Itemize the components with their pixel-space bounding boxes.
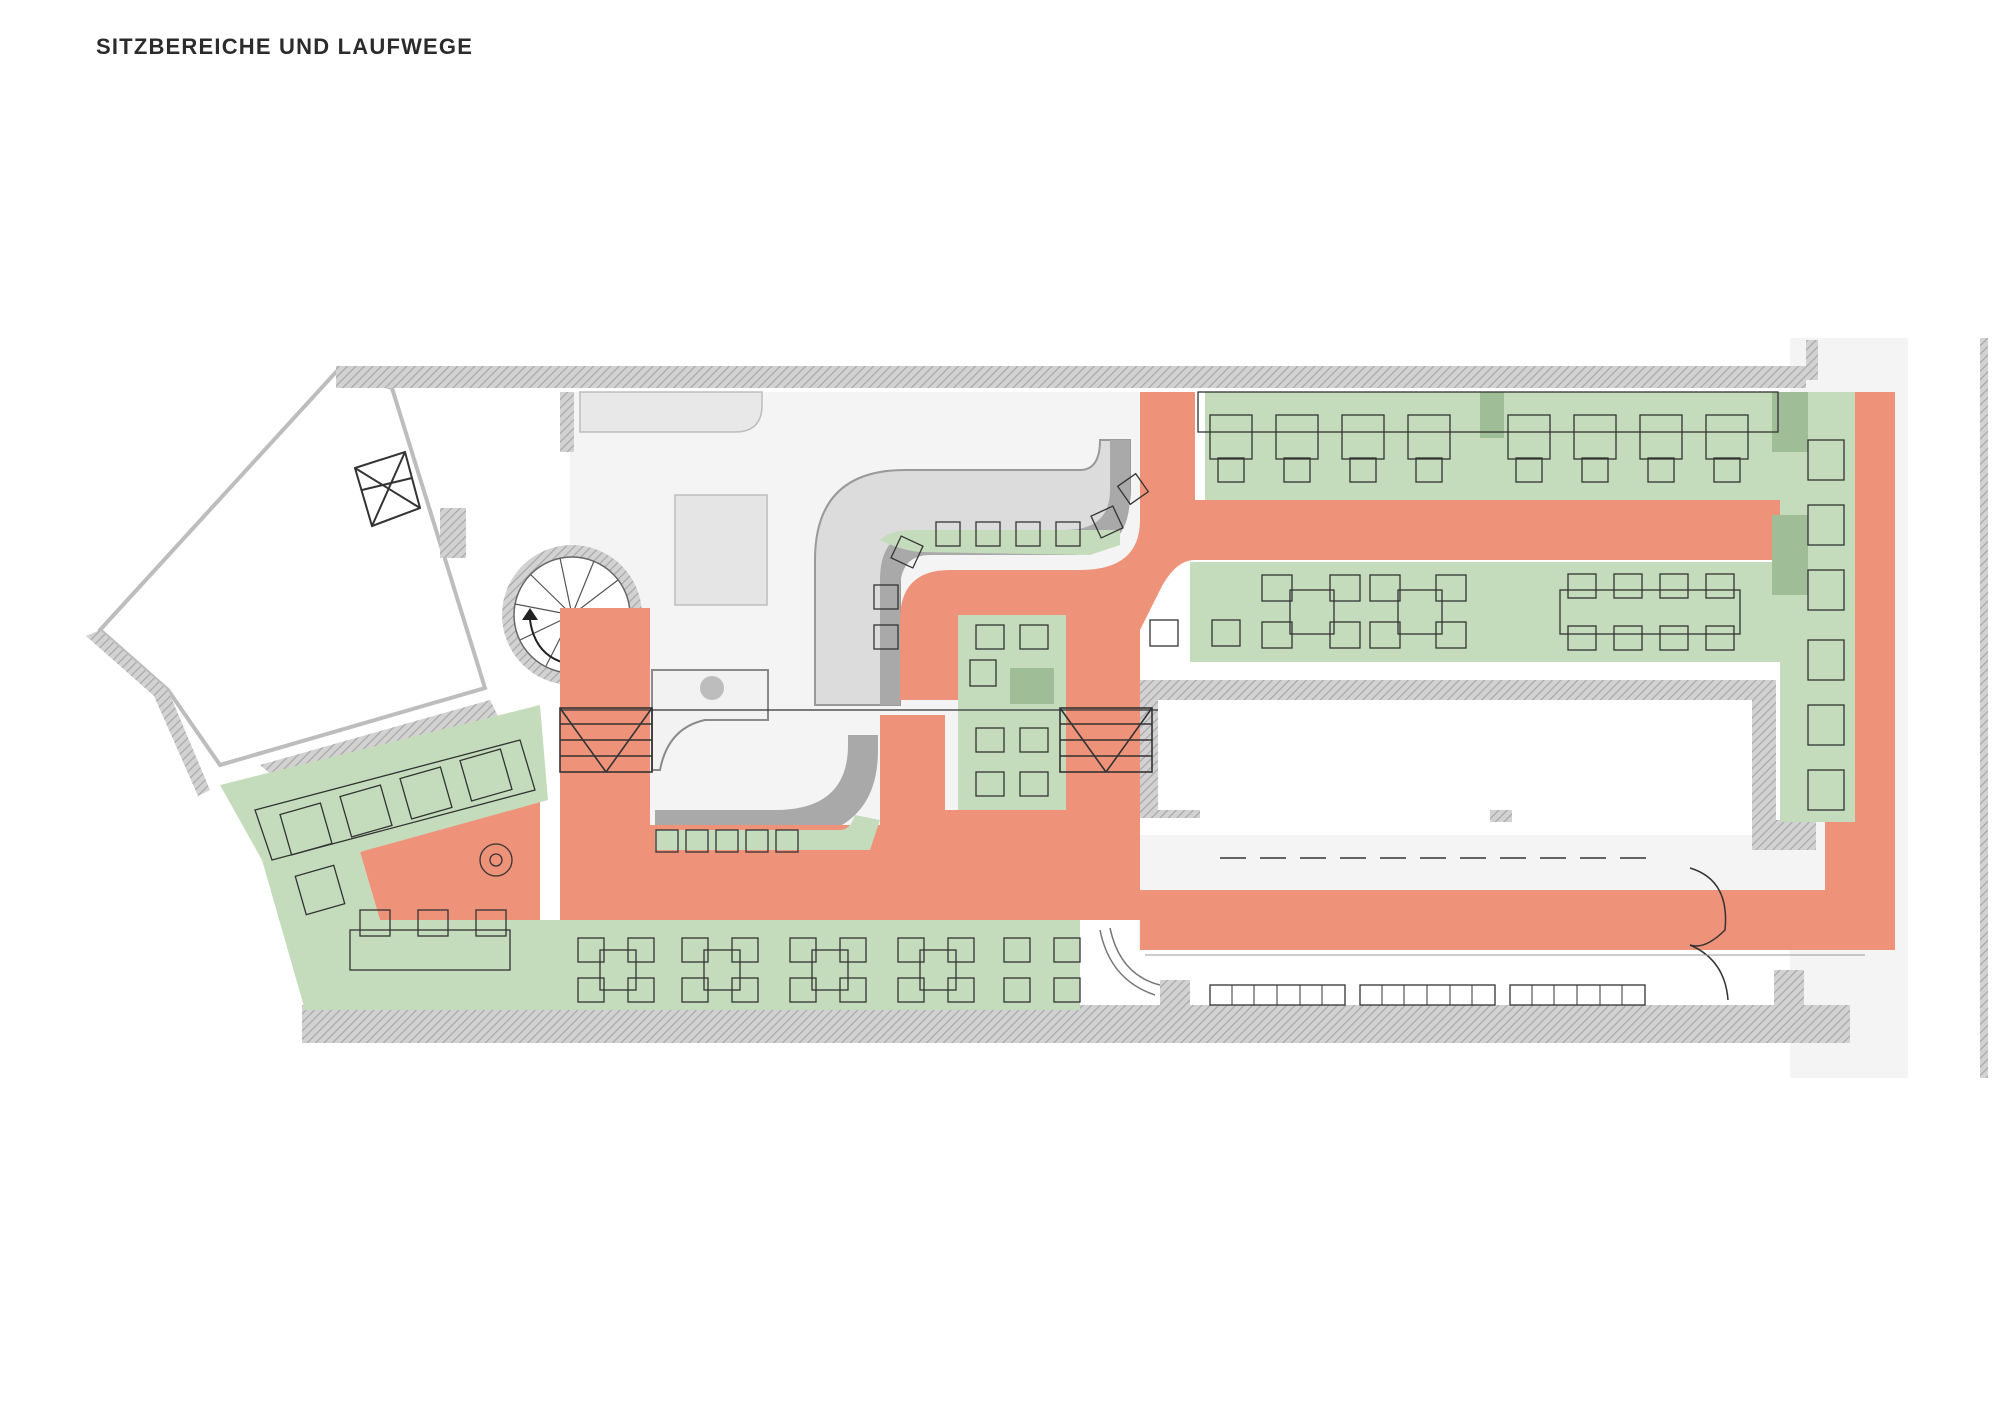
kitchen-block xyxy=(1158,700,1752,810)
walkways xyxy=(360,392,1895,950)
furniture xyxy=(254,391,1845,1003)
walls xyxy=(260,338,1988,1078)
entrance-details xyxy=(1099,857,1865,1001)
stair-symbols xyxy=(559,707,1160,773)
bench-dividers xyxy=(1231,985,1623,1005)
skylight-icon xyxy=(353,450,422,528)
bar-counters xyxy=(579,391,1131,840)
page-title: SITZBEREICHE UND LAUFWEGE xyxy=(96,34,474,59)
seating-areas xyxy=(220,392,1855,1010)
